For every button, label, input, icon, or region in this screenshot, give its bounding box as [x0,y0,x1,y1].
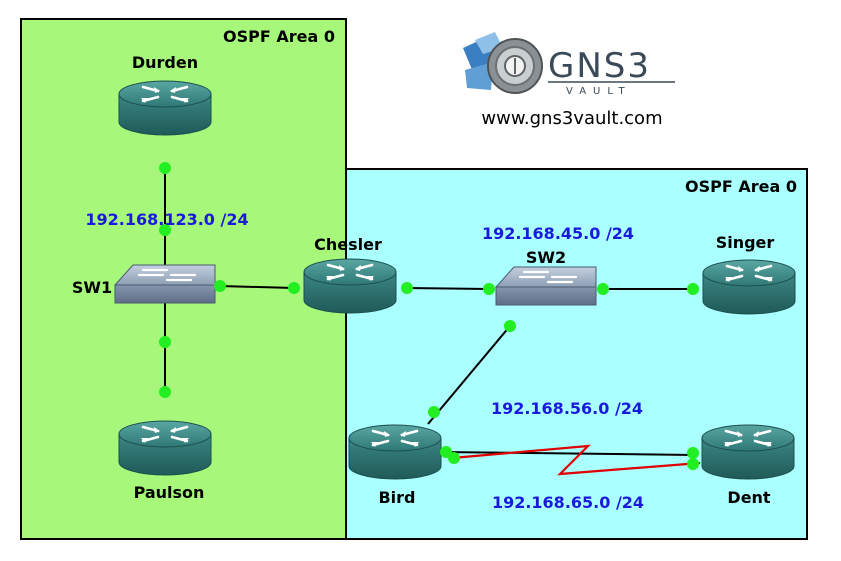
logo-word: GNS3 [548,46,651,86]
router-icon [302,257,398,315]
router-durden[interactable] [117,79,213,137]
endpoint-dot [288,282,300,294]
router-bird[interactable] [347,423,443,481]
link-sw1-chesler[interactable] [219,285,295,289]
router-icon [117,419,213,477]
endpoint-dot [687,458,699,470]
endpoint-dot [597,283,609,295]
router-icon [700,423,796,481]
endpoint-dot [159,386,171,398]
router-icon [347,423,443,481]
link-endpoints [159,162,699,470]
switch-sw1[interactable] [113,263,217,305]
network-label-45: 192.168.45.0 /24 [482,224,634,243]
router-singer[interactable] [701,258,797,316]
label-paulson: Paulson [134,483,205,502]
logo-url: www.gns3vault.com [481,108,662,129]
endpoint-dot [504,320,516,332]
label-sw1: SW1 [72,278,112,297]
logo-sub: VAULT [566,86,632,97]
endpoint-dot [687,447,699,459]
network-label-123: 192.168.123.0 /24 [85,210,248,229]
label-bird: Bird [378,488,415,507]
endpoint-dot [448,452,460,464]
label-dent: Dent [727,488,771,507]
network-label-56: 192.168.56.0 /24 [491,399,643,418]
gns3-logo: GNS3 VAULT www.gns3vault.com [463,32,675,129]
switch-icon [494,265,598,307]
link-bird-dent[interactable] [439,451,696,456]
label-sw2: SW2 [526,248,566,267]
endpoint-dot [159,224,171,236]
endpoint-dot [401,282,413,294]
router-chesler[interactable] [302,257,398,315]
link-sw2-bird[interactable] [427,325,511,425]
endpoint-dot [428,406,440,418]
switch-icon [113,263,217,305]
link-chesler-sw2[interactable] [406,287,490,290]
router-icon [117,79,213,137]
endpoint-dot [159,336,171,348]
endpoint-dot [159,162,171,174]
label-durden: Durden [132,53,198,72]
router-dent[interactable] [700,423,796,481]
router-icon [701,258,797,316]
gns3-logo-icon [463,32,543,94]
area-label-right: OSPF Area 0 [685,177,797,196]
endpoint-dot [687,283,699,295]
network-label-65: 192.168.65.0 /24 [492,493,644,512]
switch-sw2[interactable] [494,265,598,307]
serial-link-bird-dent[interactable] [451,444,701,476]
endpoint-dot [214,280,226,292]
router-paulson[interactable] [117,419,213,477]
area-label-left: OSPF Area 0 [223,27,335,46]
endpoint-dot [483,283,495,295]
label-singer: Singer [716,233,775,252]
label-chesler: Chesler [314,235,382,254]
